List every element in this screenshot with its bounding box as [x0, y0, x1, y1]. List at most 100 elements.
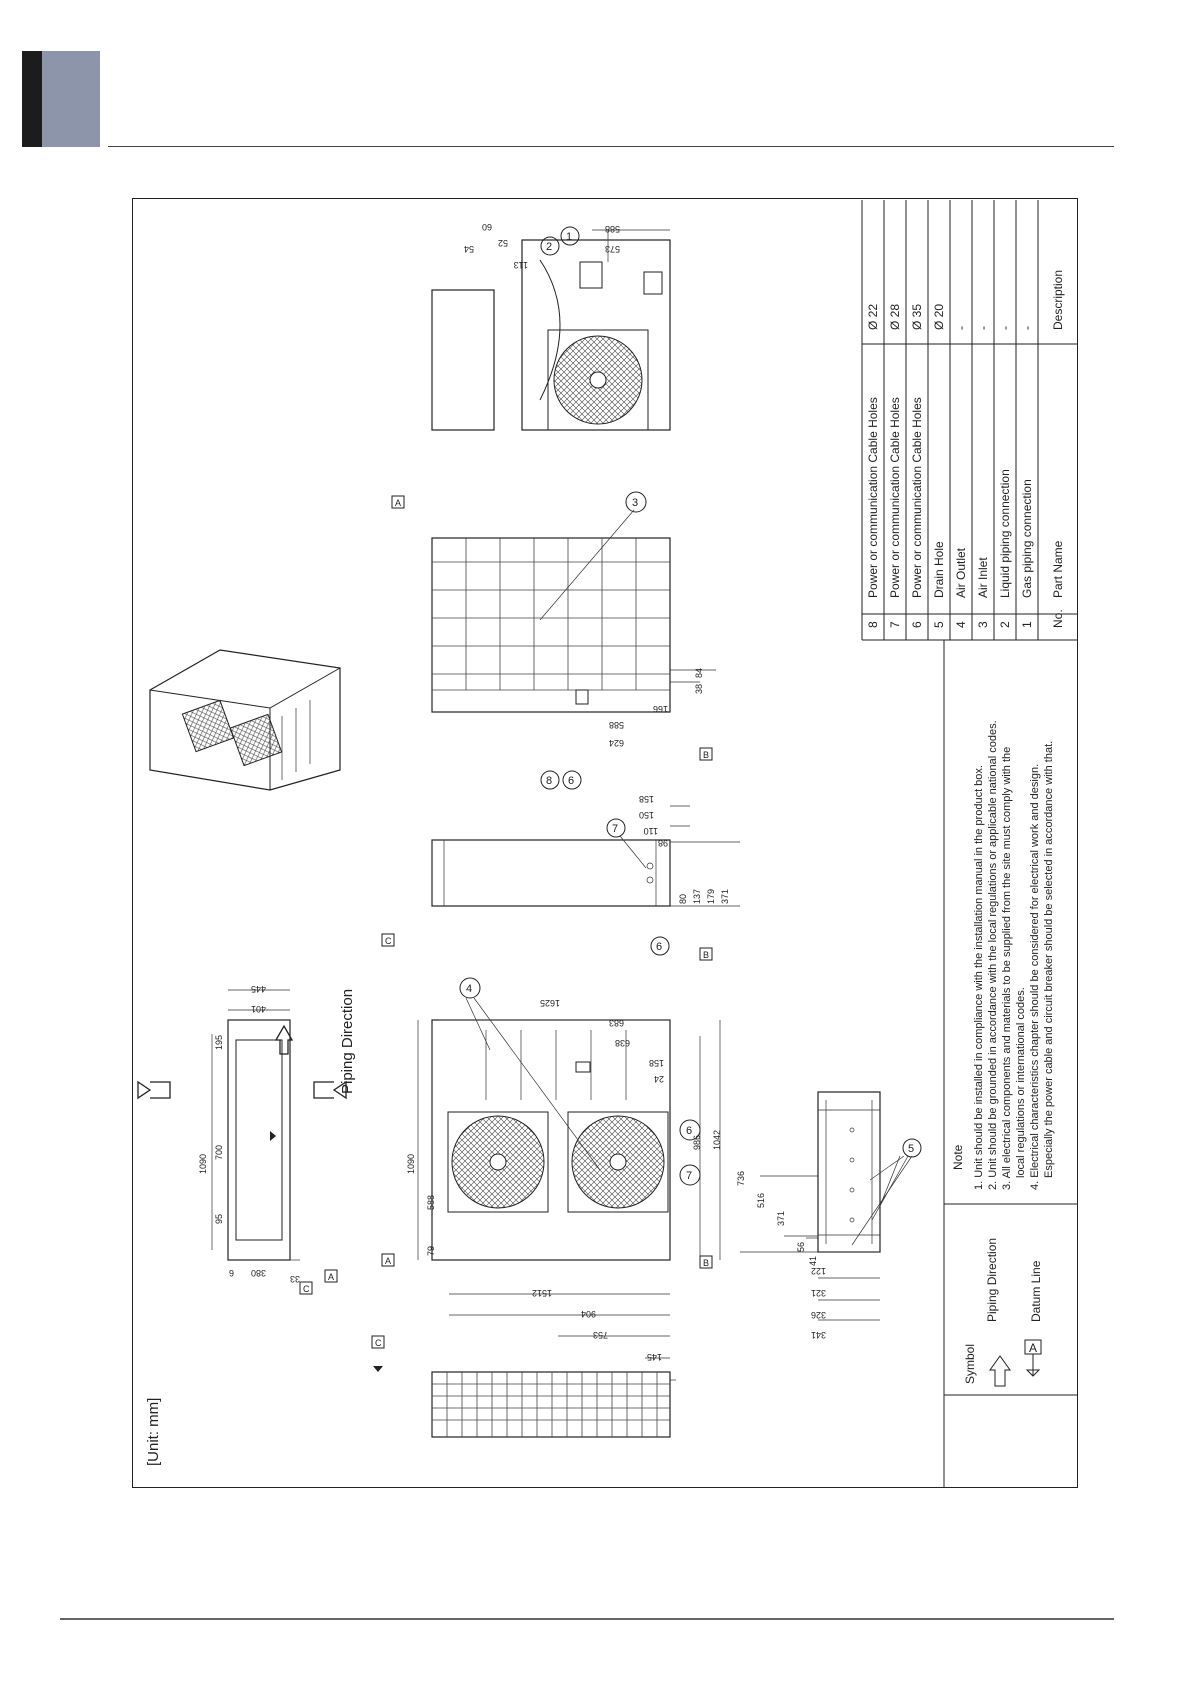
callout-label: 6 [656, 941, 662, 953]
unit-label: [Unit: mm] [145, 1398, 162, 1466]
datum-a-box [381, 1253, 395, 1267]
header-no: No. [1051, 609, 1065, 628]
callout-label: 5 [908, 1143, 914, 1155]
notes-box [943, 640, 1078, 1487]
chapter-tab-grey [42, 51, 100, 147]
row-part-name: Liquid piping connection [998, 469, 1012, 598]
notes-title: Note [951, 1144, 965, 1170]
datum-c-box [371, 1335, 385, 1349]
dim-380: 380 [251, 1268, 266, 1278]
datum-b-box [699, 747, 713, 761]
datum-letter: A [395, 498, 401, 508]
callout-label: 8 [546, 775, 552, 787]
header-part-name: Part Name [1051, 540, 1065, 598]
symbol-label-piping: Piping Direction [985, 1238, 999, 1322]
callout-1 [560, 226, 580, 246]
datum-letter: B [703, 950, 709, 960]
dim-24: 24 [654, 1074, 664, 1084]
row-description: Ø 35 [910, 304, 924, 330]
parts-table-row: 3 Air Inlet - [976, 326, 990, 628]
dim-624: 624 [609, 738, 624, 748]
right-side-view [431, 229, 671, 431]
piping-direction-label: Piping Direction [339, 989, 356, 1094]
dim-110: 110 [644, 826, 658, 836]
callout-6 [562, 770, 582, 790]
callout-label: 7 [612, 823, 618, 835]
callout-8 [540, 770, 560, 790]
dim-986: 986 [692, 1135, 702, 1150]
row-description: - [976, 326, 990, 330]
datum-a-box [324, 1269, 338, 1283]
dim-1090: 1090 [198, 1154, 208, 1174]
datum-b-box [699, 1255, 713, 1269]
row-part-name: Power or communication Cable Holes [866, 397, 880, 598]
note-line: 3. All electrical components and materia… [1001, 747, 1013, 1190]
row-no: 5 [932, 621, 946, 628]
dim-1512: 1512 [532, 1288, 552, 1298]
row-description: - [954, 326, 968, 330]
side-view [431, 805, 740, 907]
dim-145: 145 [647, 1352, 662, 1362]
piping-direction-arrow-icon [137, 1080, 171, 1100]
row-no: 4 [954, 621, 968, 628]
dim-98: 98 [658, 838, 668, 848]
dim-638: 638 [615, 1038, 630, 1048]
symbol-label-datum: Datum Line [1029, 1260, 1043, 1322]
row-part-name: Power or communication Cable Holes [910, 397, 924, 598]
datum-letter: C [385, 936, 392, 946]
piping-direction-arrow-icon [274, 1024, 294, 1055]
dim-700: 700 [214, 1145, 224, 1160]
symbol-title: Symbol [963, 1344, 977, 1384]
parts-table-row: 7 Power or communication Cable Holes Ø 2… [888, 304, 902, 628]
row-part-name: Air Outlet [954, 547, 968, 598]
callout-label: 1 [566, 231, 572, 243]
datum-arrow-icon [373, 1366, 383, 1372]
row-description: Ø 20 [932, 304, 946, 330]
note-line: local regulations or international codes… [1015, 987, 1027, 1178]
dim-137: 137 [692, 889, 702, 904]
datum-letter: B [703, 1258, 709, 1268]
dim-1625: 1625 [540, 998, 560, 1008]
dim-904: 904 [581, 1309, 596, 1319]
dim-401: 401 [251, 1004, 266, 1014]
datum-arrow-icon [1025, 1354, 1041, 1377]
dim-95: 95 [214, 1214, 224, 1224]
parts-table-row: 1 Gas piping connection - [1020, 326, 1034, 628]
dim-753: 753 [593, 1330, 608, 1340]
note-line: 2. Unit should be grounded in accordance… [987, 720, 999, 1190]
dim-195: 195 [214, 1035, 224, 1050]
callout-label: 7 [686, 1170, 692, 1182]
callout-6 [650, 936, 670, 956]
piping-direction-arrow-icon [313, 1080, 347, 1100]
header-rule [108, 146, 1114, 147]
dim-56: 56 [796, 1242, 806, 1252]
callout-6 [679, 1119, 701, 1141]
top-view [211, 989, 300, 1261]
row-description: - [998, 326, 1012, 330]
row-part-name: Drain Hole [932, 541, 946, 598]
row-no: 6 [910, 621, 924, 628]
callout-5 [902, 1138, 922, 1158]
dim-80: 80 [678, 894, 688, 904]
dim-33: 33 [290, 1274, 300, 1284]
dim-588: 588 [426, 1195, 436, 1210]
symbol-datum-letter: A [1029, 1341, 1037, 1355]
dim-1090: 1090 [406, 1154, 416, 1174]
note-line: 1. Unit should be installed in complianc… [973, 765, 985, 1190]
dim-573: 573 [605, 244, 620, 254]
callout-2 [540, 236, 560, 256]
datum-letter: B [703, 750, 709, 760]
dim-588: 588 [605, 224, 620, 234]
dim-60: 60 [482, 222, 492, 232]
datum-letter: C [303, 1284, 310, 1294]
dim-1042: 1042 [712, 1130, 722, 1150]
dim-371: 371 [720, 889, 730, 904]
parts-table-header: No. Part Name Description [1051, 270, 1065, 628]
note-line: 4. Electrical characteristics chapter sh… [1029, 764, 1041, 1190]
dim-371: 371 [776, 1211, 786, 1226]
datum-a-box [391, 495, 405, 509]
footer-rule [60, 1618, 1114, 1620]
base-view [740, 1091, 913, 1321]
dim-445: 445 [251, 984, 266, 994]
